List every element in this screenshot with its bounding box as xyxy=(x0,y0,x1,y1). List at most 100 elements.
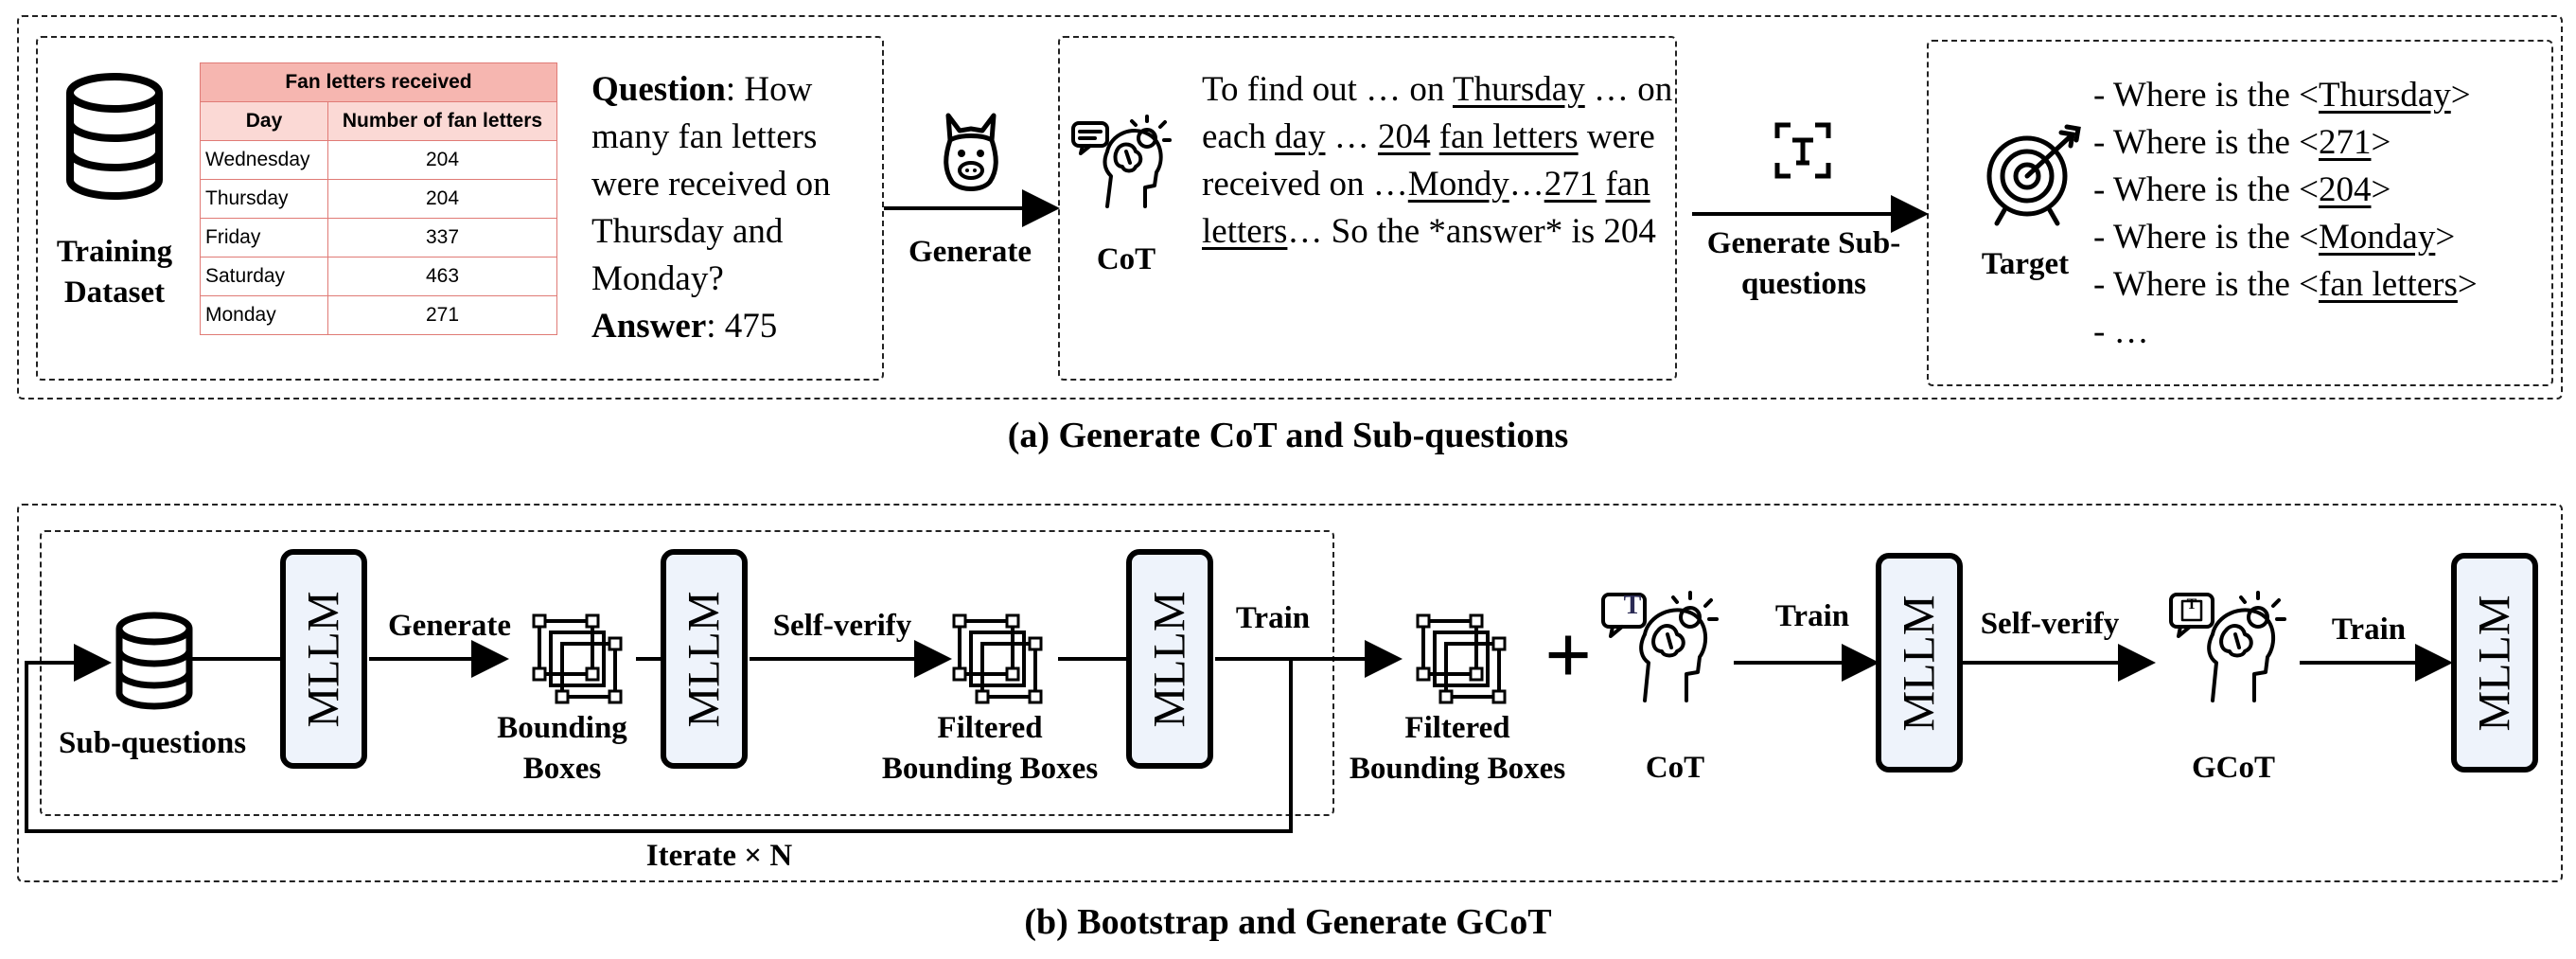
train-label-b1: Train xyxy=(1235,601,1311,635)
bootstrap-loop-frame xyxy=(40,530,1334,816)
answer-text: : 475 xyxy=(706,307,778,346)
llama-icon xyxy=(944,113,998,191)
fan-letters-table: Fan letters received Day Number of fan l… xyxy=(200,62,557,335)
question-text: : How many fan letters were received on … xyxy=(591,70,831,298)
focus-frame-icon xyxy=(1774,122,1831,179)
table-cell-value: 204 xyxy=(327,179,557,219)
brain-icon xyxy=(2169,591,2286,702)
table-caption: Fan letters received xyxy=(200,62,557,102)
subquestion-suffix: > xyxy=(2457,265,2478,304)
generate-label-a: Generate xyxy=(908,235,1032,269)
subquestion-prefix: - Where is the < xyxy=(2093,170,2319,209)
subquestion-term: Monday xyxy=(2319,218,2436,257)
panel-a-outer-frame xyxy=(17,15,2563,400)
table-cell-value: 337 xyxy=(327,218,557,258)
question-label: Question xyxy=(591,70,726,109)
table-header-day: Day xyxy=(200,101,328,141)
cot-underlined-term: 271 xyxy=(1544,165,1597,204)
cot-text-part: To find out … on xyxy=(1202,70,1453,109)
mllm-block-3: MLLM xyxy=(1126,549,1213,769)
brain-icon xyxy=(1071,115,1172,208)
cot-underlined-term: Mondy xyxy=(1407,165,1509,204)
table-cell-value: 271 xyxy=(327,295,557,335)
table-cell-day: Wednesday xyxy=(200,140,328,180)
bounding-box-grid-icon xyxy=(532,613,623,704)
self-verify-label-b1: Self-verify xyxy=(772,609,912,643)
table-cell-day: Friday xyxy=(200,218,328,258)
target-subquestion-list: - Where is the <Thursday> - Where is the… xyxy=(2093,72,2478,356)
list-item: - Where is the <Monday> xyxy=(2093,214,2478,261)
training-dataset-label: Training Dataset xyxy=(56,235,173,310)
question-answer-text: Question: How many fan letters were rece… xyxy=(591,66,875,350)
cot-underlined-term: fan letters xyxy=(1438,117,1579,156)
panel-b-outer-frame xyxy=(17,504,2563,882)
self-verify-label-b2: Self-verify xyxy=(1980,607,2120,641)
panel-a-caption: (a) Generate CoT and Sub-questions xyxy=(1007,416,1569,455)
database-icon xyxy=(115,612,193,710)
bubble-letter: T xyxy=(1623,591,1642,620)
mllm-label: MLLM xyxy=(1894,595,1945,731)
table-cell-value: 463 xyxy=(327,257,557,296)
subquestion-prefix: - Where is the < xyxy=(2093,76,2319,115)
cot-underlined-term: day xyxy=(1275,117,1326,156)
cot-label-b: CoT xyxy=(1645,751,1705,785)
cot-text-part: … xyxy=(1509,165,1544,204)
subquestion-term: Thursday xyxy=(2319,76,2451,115)
bounding-box-grid-icon xyxy=(952,613,1043,704)
cot-label-a: CoT xyxy=(1096,242,1156,276)
bounding-boxes-label: Bounding Boxes xyxy=(497,711,627,786)
cot-text-part: … So the *answer* is 204 xyxy=(1287,212,1656,251)
cot-reasoning-text: To find out … on Thursday … on each day … xyxy=(1202,66,1675,256)
cot-underlined-term: fan letters xyxy=(1202,165,1650,251)
sub-questions-label: Sub-questions xyxy=(59,726,247,760)
list-item: - Where is the <fan letters> xyxy=(2093,261,2478,309)
brain-icon xyxy=(1601,591,1719,702)
mllm-block-1: MLLM xyxy=(280,549,367,769)
cot-underlined-term: Thursday xyxy=(1452,70,1585,109)
subquestion-prefix: - Where is the < xyxy=(2093,265,2319,304)
table-header-count: Number of fan letters xyxy=(327,101,557,141)
cot-text-part: … on each xyxy=(1202,70,1673,156)
cot-text-part: were received on … xyxy=(1202,117,1655,204)
table-cell-day: Monday xyxy=(200,295,328,335)
subquestion-term: fan letters xyxy=(2319,265,2458,304)
list-item: - Where is the <271> xyxy=(2093,119,2478,167)
list-item: - Where is the <204> xyxy=(2093,167,2478,214)
mllm-block-5: MLLM xyxy=(2451,553,2538,773)
subquestion-suffix: > xyxy=(2450,76,2471,115)
generate-label-b: Generate xyxy=(387,609,512,643)
subquestion-suffix: > xyxy=(2435,218,2456,257)
target-icon xyxy=(1986,124,2081,226)
database-icon xyxy=(66,73,163,200)
table-cell-day: Saturday xyxy=(200,257,328,296)
list-item: - Where is the <Thursday> xyxy=(2093,72,2478,119)
table-cell-day: Thursday xyxy=(200,179,328,219)
bubble-letter: T xyxy=(2186,596,2197,613)
answer-label: Answer xyxy=(591,307,707,346)
bounding-box-grid-icon xyxy=(1416,613,1507,704)
panel-b-caption: (b) Bootstrap and Generate GCoT xyxy=(1024,902,1552,942)
iterate-label: Iterate × N xyxy=(645,839,793,873)
generate-subquestions-label: Generate Sub-questions xyxy=(1706,226,1901,301)
train-label-b3: Train xyxy=(2331,613,2407,647)
subquestion-term: 271 xyxy=(2319,123,2372,162)
subquestion-term: 204 xyxy=(2319,170,2372,209)
mllm-block-2: MLLM xyxy=(661,549,748,769)
filtered-bounding-boxes-label-1: Filtered Bounding Boxes xyxy=(881,711,1099,786)
subquestion-suffix: > xyxy=(2371,123,2391,162)
cot-text-part: … xyxy=(1325,117,1378,156)
mllm-label: MLLM xyxy=(1144,591,1195,727)
mllm-label: MLLM xyxy=(679,591,730,727)
mllm-label: MLLM xyxy=(2469,595,2520,731)
subquestion-prefix: - Where is the < xyxy=(2093,123,2319,162)
dataset-frame xyxy=(36,36,884,381)
filtered-bounding-boxes-label-2: Filtered Bounding Boxes xyxy=(1349,711,1566,786)
plus-symbol: + xyxy=(1544,610,1593,701)
cot-underlined-term: 204 xyxy=(1377,117,1431,156)
